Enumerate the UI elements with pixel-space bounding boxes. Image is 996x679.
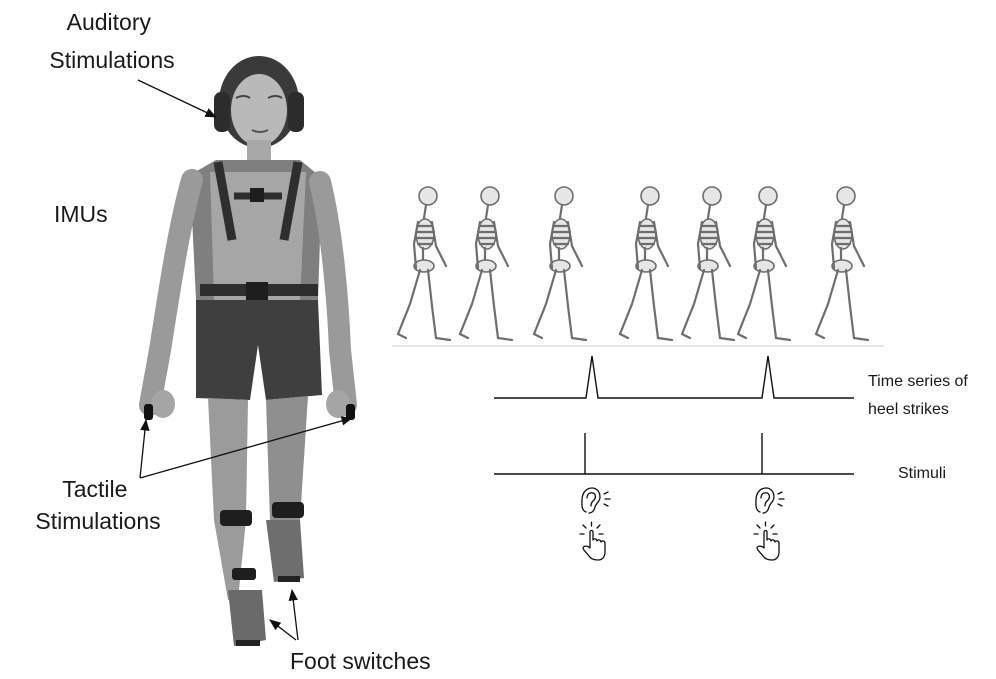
walking-skeleton-icon [398,187,450,340]
ear-icon [582,488,610,513]
left-shoe [228,590,266,646]
left-foot-switch [236,640,260,646]
shorts [196,300,322,400]
tactile-label: Tactile Stimulations [35,476,160,534]
imus-label: IMUs [54,201,108,227]
chest-imu [250,188,264,202]
left-tactile-device [144,404,153,420]
walking-skeleton-icon [738,187,790,340]
left-arm [150,180,192,405]
tactile-arrow-left [140,420,146,478]
foot-switch-arrow-right [292,590,298,640]
walking-person-figure [144,56,355,646]
right-tactile-device [346,404,355,420]
right-arm [320,182,346,405]
auditory-arrow [138,80,216,117]
skeleton-sequence [398,187,868,340]
head [231,74,287,146]
stimuli-label: Stimuli [898,465,946,482]
right-foot-switch [278,576,300,582]
walking-skeleton-icon [816,187,868,340]
foot-switches-label: Foot switches [290,648,431,674]
right-shoe [266,520,304,582]
stimuli-series [494,433,854,474]
heel-strike-series [494,356,854,398]
touch-hand-icon [754,522,779,560]
foot-switch-arrow-left [270,620,296,640]
walking-skeleton-icon [534,187,586,340]
walking-skeleton-icon [682,187,734,340]
walking-skeleton-icon [620,187,672,340]
walking-skeleton-icon [460,187,512,340]
heel-strikes-label: Time series of heel strikes [868,373,972,418]
touch-hand-icon [580,522,605,560]
auditory-label: Auditory Stimulations [49,9,174,73]
ear-icon [756,488,784,513]
right-shank-imu [272,502,304,518]
left-shank-imu [220,510,252,526]
